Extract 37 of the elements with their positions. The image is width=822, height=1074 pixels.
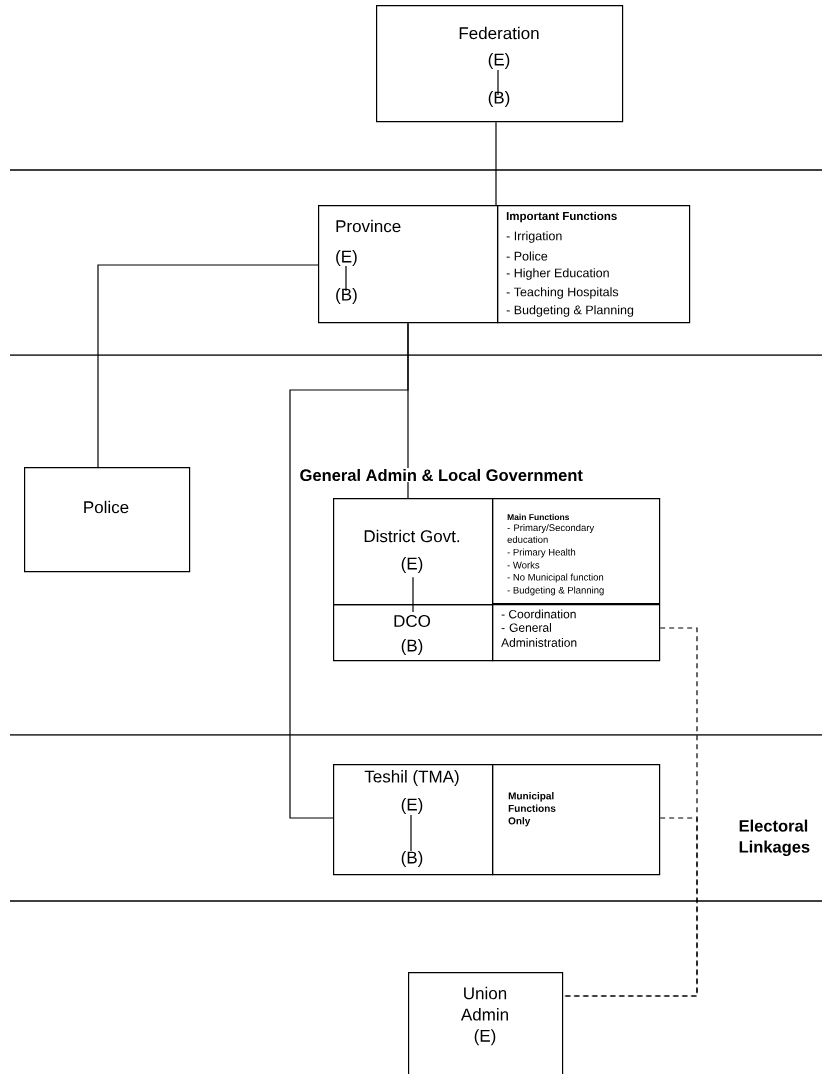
section-heading: Electoral Linkages: [737, 818, 820, 858]
connector-line: [289, 322, 409, 819]
box-text: - Coordination: [501, 609, 576, 619]
box-text: (B): [401, 639, 423, 655]
box-text: DCO: [394, 614, 431, 627]
box-text: (E): [401, 798, 423, 814]
box-text: District Govt.: [364, 529, 460, 543]
box-text: Union Admin (E): [460, 986, 508, 1046]
box-text: - General Administration: [501, 623, 577, 647]
section-heading: General Admin & Local Government: [298, 467, 584, 483]
box-text: - No Municipal function: [507, 573, 604, 583]
connector-line: [562, 627, 698, 997]
box-text: Main Functions: [507, 513, 570, 521]
box-text: - Police: [506, 251, 548, 261]
box-text: Teshil (TMA): [364, 770, 459, 786]
box-text: - Budgeting & Planning: [506, 305, 634, 317]
box-text: Province: [336, 219, 401, 233]
box-text: (E): [336, 250, 357, 266]
box-text: (E): [401, 557, 423, 573]
connector-line: [97, 264, 319, 468]
box-text: - Primary/Secondary education: [507, 524, 595, 543]
box-text: Federation: [459, 26, 539, 40]
box-text: - Higher Education: [506, 268, 609, 280]
box-text: Important Functions: [506, 211, 617, 223]
box-text: - Works: [507, 561, 540, 569]
box-text: - Teaching Hospitals: [506, 287, 619, 299]
box-text: (B): [401, 851, 423, 867]
box-text: - Irrigation: [506, 231, 562, 243]
box-text: (E): [488, 53, 510, 69]
box-text: (B): [488, 91, 510, 107]
connector-line: [495, 121, 497, 206]
box-text: (B): [336, 288, 357, 304]
box-text: Police: [84, 500, 129, 514]
box-text: - Primary Health: [507, 548, 576, 558]
connector-line: [412, 576, 414, 613]
box-text: - Budgeting & Planning: [507, 586, 604, 596]
box-text: Municipal Functions Only: [508, 792, 556, 827]
